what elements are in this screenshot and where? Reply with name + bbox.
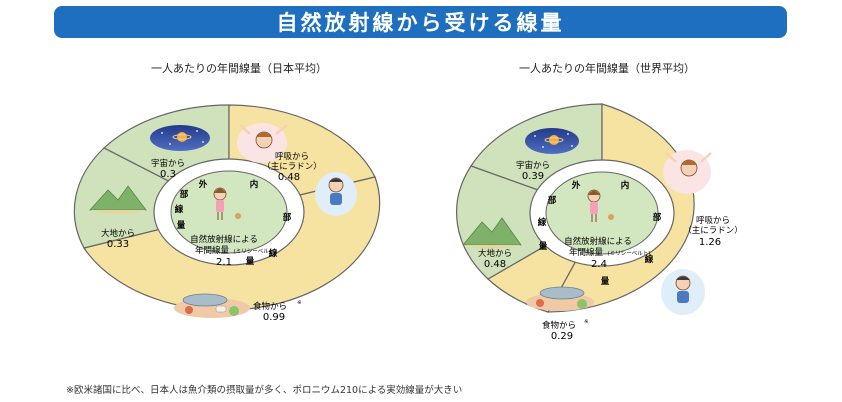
world-center-label-1: 自然放射線による xyxy=(564,236,632,247)
japan-ring-external-4: 量 xyxy=(177,220,186,231)
world-cosmic-label: 宇宙から xyxy=(516,160,550,171)
world-center xyxy=(545,171,659,255)
page-title: 自然放射線から受ける線量 xyxy=(276,11,565,35)
japan-ring-external-1: 外 xyxy=(198,179,208,190)
japan-ground-label: 大地から xyxy=(101,228,135,239)
japan-ring-internal-4: 量 xyxy=(246,256,255,267)
japan-cosmic-label: 宇宙から xyxy=(151,158,185,169)
world-ring-internal-3: 線 xyxy=(645,254,654,265)
japan-cosmic-value: 0.3 xyxy=(160,169,176,180)
japan-ring-external-2: 部 xyxy=(180,189,189,200)
girl-with-dog-icon xyxy=(213,187,241,220)
world-food-value: 0.29 xyxy=(551,331,573,342)
japan-ring-external-3: 線 xyxy=(175,204,184,215)
japan-diagram: 外 部 線 量 内 部 線 量 自然放射線による 年間線量 (ミリシーベルト) … xyxy=(73,104,381,323)
space-planet-icon-world xyxy=(525,128,579,154)
japan-radon-label: 呼吸から xyxy=(275,151,309,162)
japan-ring-internal-1: 内 xyxy=(250,179,259,190)
world-food-label: 食物から xyxy=(542,320,576,331)
world-ground-label: 大地から xyxy=(478,248,512,259)
mountain-landscape-icon-world xyxy=(462,217,522,249)
mountain-landscape-icon xyxy=(89,185,147,214)
title-banner: 自然放射線から受ける線量 xyxy=(54,6,787,38)
world-ring-external-1: 外 xyxy=(571,180,581,191)
japan-chart-title: 一人あたりの年間線量（日本平均） xyxy=(151,62,327,75)
sleeping-person-icon xyxy=(315,172,357,216)
world-food-note-mark: ※ xyxy=(584,319,589,325)
food-fish-vegetables-icon xyxy=(174,293,250,318)
japan-ground-value: 0.33 xyxy=(107,239,129,250)
footnote: ※欧米諸国に比べ、日本人は魚介類の摂取量が多く、ポロニウム210による実効線量が… xyxy=(66,385,463,396)
world-ring-external-2: 部 xyxy=(548,195,557,206)
japan-food-label: 食物から xyxy=(253,301,287,312)
world-radon-label: 呼吸から xyxy=(696,215,730,226)
world-ring-internal-2: 部 xyxy=(653,212,662,223)
japan-radon-label2: （主にラドン） xyxy=(262,161,322,172)
world-radon-value: 1.26 xyxy=(699,237,721,248)
japan-food-value: 0.99 xyxy=(263,312,285,323)
japan-center xyxy=(170,170,288,254)
world-ring-internal-1: 内 xyxy=(621,180,630,191)
world-radon-label2: （主にラドン） xyxy=(683,225,743,236)
world-segment-ground xyxy=(456,165,604,280)
japan-segment-ground xyxy=(73,147,231,249)
girl-with-dog-icon-world xyxy=(587,189,614,222)
japan-ring-internal-3: 線 xyxy=(269,248,278,259)
world-diagram: 外 部 線 量 内 部 線 量 自然放射線による 年間線量 (ミリシーベルト) … xyxy=(456,103,743,342)
japan-center-label-1: 自然放射線による xyxy=(190,234,258,245)
world-ring-external-4: 量 xyxy=(539,241,548,252)
japan-center-label-2: 年間線量 xyxy=(195,245,230,256)
japan-radon-value: 0.48 xyxy=(278,172,300,183)
world-chart-title: 一人あたりの年間線量（世界平均） xyxy=(519,62,695,75)
breathing-person-icon xyxy=(237,123,288,163)
world-ground-value: 0.48 xyxy=(484,259,506,270)
japan-total-value: 2.1 xyxy=(216,257,232,268)
world-center-unit: (ミリシーベルト) xyxy=(608,250,651,257)
food-fish-vegetables-icon-world xyxy=(526,286,594,311)
japan-center-unit: (ミリシーベルト) xyxy=(234,248,277,255)
breathing-person-icon-world xyxy=(663,150,712,194)
japan-food-note-mark: ※ xyxy=(297,300,302,306)
space-planet-icon xyxy=(150,125,210,151)
japan-ring-internal-2: 部 xyxy=(283,212,292,223)
world-cosmic-value: 0.39 xyxy=(522,171,544,182)
world-center-label-2: 年間線量 xyxy=(569,247,604,258)
sleeping-person-icon-world xyxy=(661,269,705,315)
world-total-value: 2.4 xyxy=(591,259,607,270)
world-ring-internal-4: 量 xyxy=(601,276,610,287)
world-ring-external-3: 線 xyxy=(538,217,547,228)
